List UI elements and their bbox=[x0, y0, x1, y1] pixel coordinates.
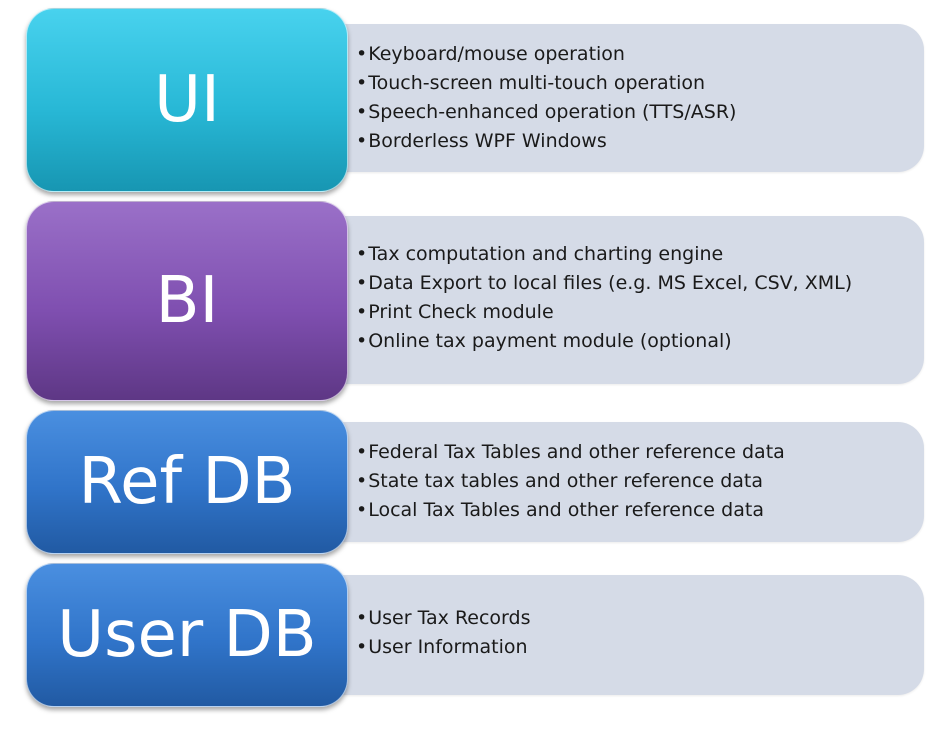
list-item: Keyboard/mouse operation bbox=[356, 40, 916, 69]
layer-title: BI bbox=[155, 264, 219, 338]
list-item: Speech-enhanced operation (TTS/ASR) bbox=[356, 98, 916, 127]
layer-title: User DB bbox=[57, 598, 317, 672]
bi-layer-box: BI bbox=[26, 201, 348, 401]
list-item: Federal Tax Tables and other reference d… bbox=[356, 438, 916, 467]
ref-db-description-panel: Federal Tax Tables and other reference d… bbox=[320, 422, 924, 542]
ui-layer-box: UI bbox=[26, 8, 348, 192]
user-db-layer-box: User DB bbox=[26, 563, 348, 707]
list-item: Print Check module bbox=[356, 298, 916, 327]
list-item: Tax computation and charting engine bbox=[356, 240, 916, 269]
bi-description-panel: Tax computation and charting engine Data… bbox=[320, 216, 924, 384]
user-db-description-panel: User Tax Records User Information bbox=[320, 575, 924, 695]
user-db-feature-list: User Tax Records User Information bbox=[356, 604, 916, 662]
ui-description-panel: Keyboard/mouse operation Touch-screen mu… bbox=[320, 24, 924, 172]
list-item: Borderless WPF Windows bbox=[356, 127, 916, 156]
list-item: Local Tax Tables and other reference dat… bbox=[356, 496, 916, 525]
ui-feature-list: Keyboard/mouse operation Touch-screen mu… bbox=[356, 40, 916, 156]
layer-title: UI bbox=[154, 63, 220, 137]
ref-db-feature-list: Federal Tax Tables and other reference d… bbox=[356, 438, 916, 525]
list-item: User Information bbox=[356, 633, 916, 662]
layer-title: Ref DB bbox=[78, 445, 296, 519]
list-item: User Tax Records bbox=[356, 604, 916, 633]
list-item: State tax tables and other reference dat… bbox=[356, 467, 916, 496]
list-item: Touch-screen multi-touch operation bbox=[356, 69, 916, 98]
bi-feature-list: Tax computation and charting engine Data… bbox=[356, 240, 916, 356]
list-item: Data Export to local files (e.g. MS Exce… bbox=[356, 269, 916, 298]
list-item: Online tax payment module (optional) bbox=[356, 327, 916, 356]
ref-db-layer-box: Ref DB bbox=[26, 410, 348, 554]
